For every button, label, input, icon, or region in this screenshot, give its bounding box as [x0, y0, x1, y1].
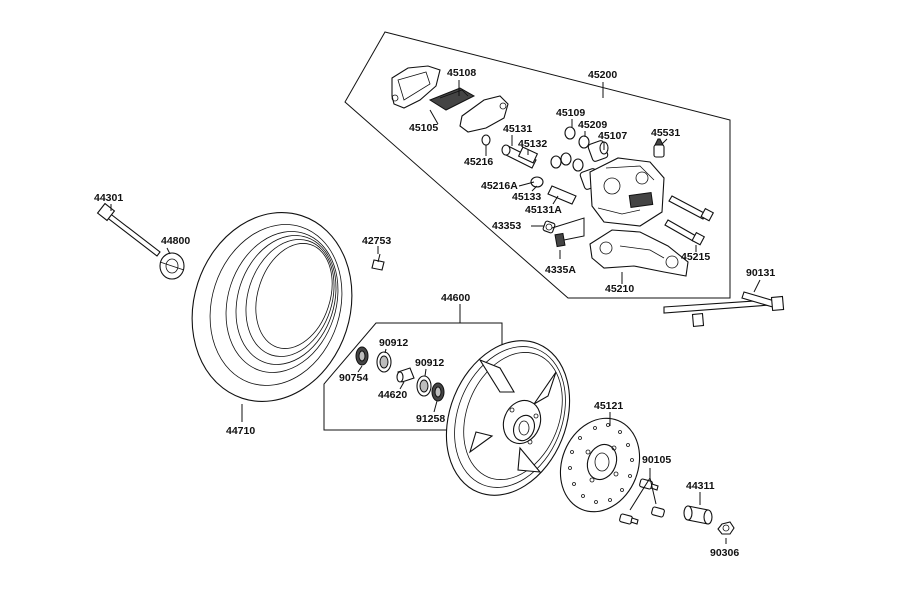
- axle-bolt: [96, 202, 161, 257]
- leader-90754: [357, 365, 363, 373]
- bearing-left: [376, 351, 392, 373]
- label-43353: 43353: [492, 220, 521, 232]
- label-44710: 44710: [226, 425, 255, 437]
- leader-90105: [629, 468, 657, 511]
- bearing-right: [416, 375, 432, 397]
- label-91258: 91258: [416, 413, 445, 425]
- label-45216: 45216: [464, 156, 493, 168]
- leader-91258: [433, 400, 438, 413]
- leader-45105: [429, 109, 439, 125]
- brake-pad-left: [391, 65, 441, 109]
- leader-45131A: [552, 195, 559, 205]
- leader-44620: [399, 381, 405, 390]
- leader-45133: [531, 185, 538, 192]
- tire-valve: [371, 253, 385, 271]
- caliper-bracket: [589, 229, 689, 277]
- label-45200: 45200: [588, 69, 617, 81]
- tire: [191, 212, 353, 402]
- label-90912-right: 90912: [415, 357, 444, 369]
- axle-spacer: [396, 367, 415, 383]
- label-45131: 45131: [503, 123, 532, 135]
- label-44301: 44301: [94, 192, 123, 204]
- leader-90912-right: [424, 368, 427, 377]
- leader-45531: [661, 138, 668, 145]
- piston-seals: [560, 126, 590, 172]
- wheel-rim: [445, 340, 571, 496]
- label-45531: 45531: [651, 127, 680, 139]
- axle-nut: [717, 521, 735, 535]
- caliper-body: [589, 138, 665, 227]
- wheel-group-outline: [323, 322, 503, 431]
- axle-collar-right: [683, 505, 713, 525]
- label-45132: 45132: [518, 138, 547, 150]
- label-4335A: 4335A: [545, 264, 576, 276]
- bleeder-parts: [542, 220, 566, 248]
- label-45131A: 45131A: [525, 204, 562, 216]
- label-44600: 44600: [441, 292, 470, 304]
- dust-seal: [431, 382, 445, 402]
- label-45133: 45133: [512, 191, 541, 203]
- label-45105: 45105: [409, 122, 438, 134]
- bracket-bolts: [664, 195, 715, 246]
- label-42753: 42753: [362, 235, 391, 247]
- label-45215: 45215: [681, 251, 710, 263]
- label-44800: 44800: [161, 235, 190, 247]
- leader-90131: [753, 279, 761, 293]
- label-45209: 45209: [578, 119, 607, 131]
- label-45109: 45109: [556, 107, 585, 119]
- label-90105: 90105: [642, 454, 671, 466]
- wheel-assembly-group: 44600 90754 90912 44620 90912: [323, 292, 503, 431]
- label-45121: 45121: [594, 400, 623, 412]
- label-45216A: 45216A: [481, 180, 518, 192]
- oil-seal: [355, 346, 369, 366]
- pad-spring: [428, 87, 476, 111]
- label-44620: 44620: [378, 389, 407, 401]
- label-45107: 45107: [598, 130, 627, 142]
- label-90306: 90306: [710, 547, 739, 559]
- brake-pad-right: [459, 95, 509, 133]
- axle-collar: [159, 252, 185, 280]
- label-45108: 45108: [447, 67, 476, 79]
- label-90754: 90754: [339, 372, 368, 384]
- leader-4335A-bracket: [551, 217, 585, 241]
- leader-90912-left: [384, 348, 387, 354]
- long-bolt: [663, 291, 785, 328]
- brake-disc: [559, 417, 641, 513]
- leader-45216A: [518, 181, 535, 187]
- caliper-assembly-group: 45200 45108 45105: [344, 31, 731, 299]
- label-45210: 45210: [605, 283, 634, 295]
- leader-44800: [166, 247, 171, 255]
- label-90912-left: 90912: [379, 337, 408, 349]
- label-90131: 90131: [746, 267, 775, 279]
- caliper-group-outline: [344, 31, 731, 299]
- label-44311: 44311: [686, 480, 715, 492]
